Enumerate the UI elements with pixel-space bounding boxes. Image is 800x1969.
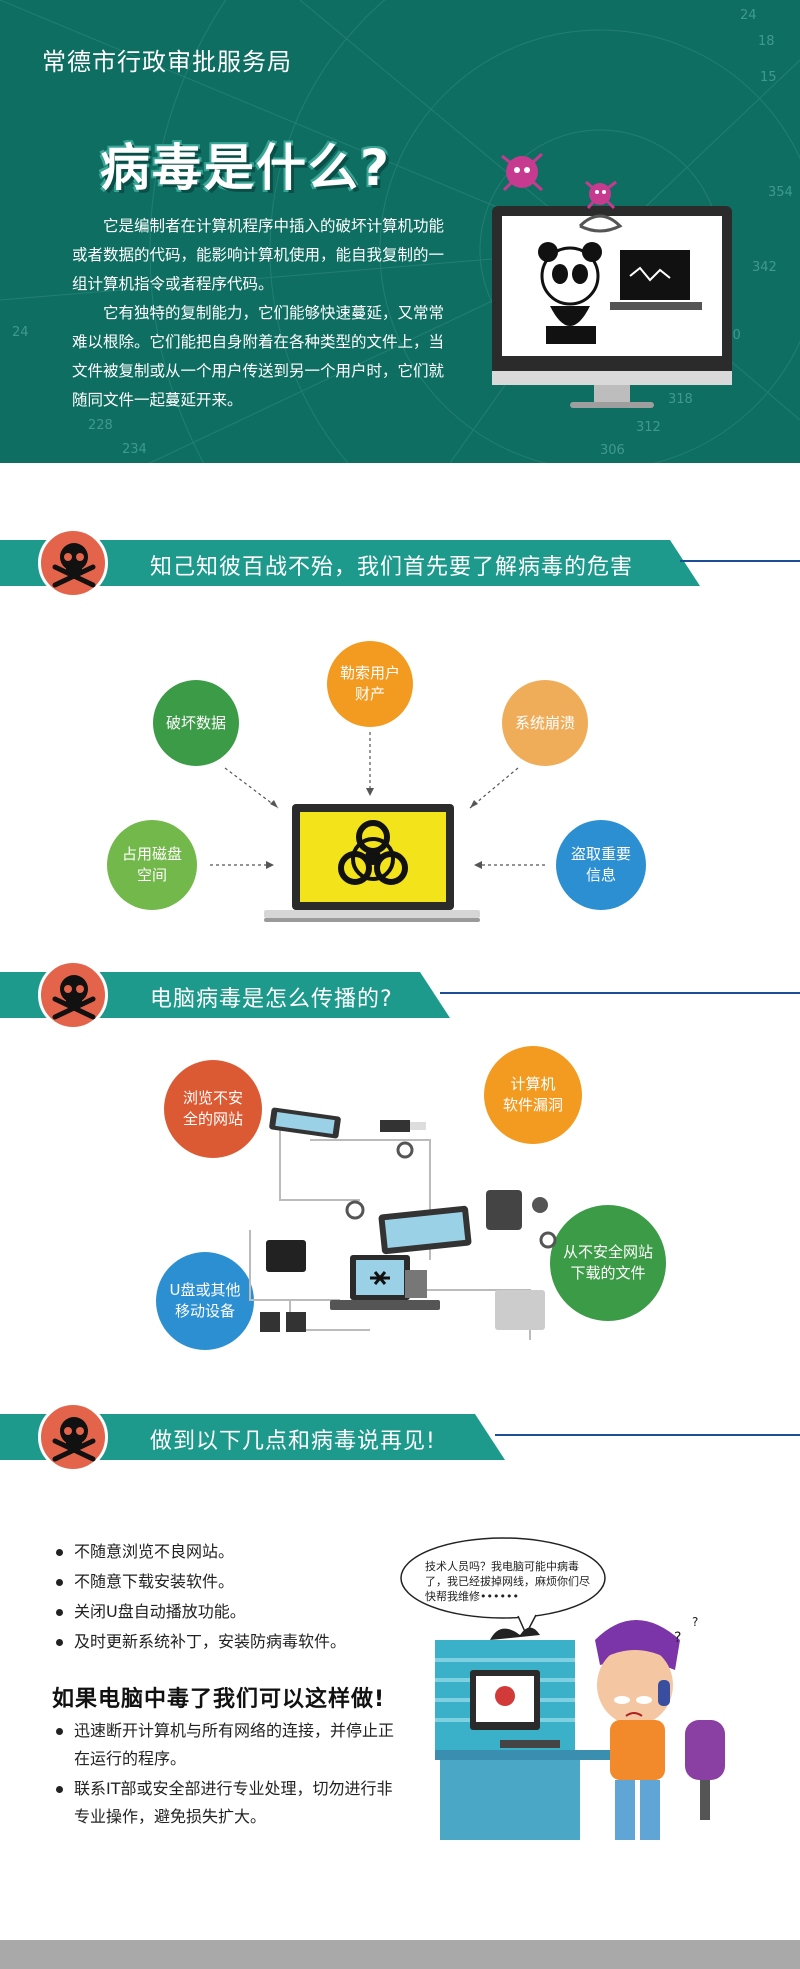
section-header-prevention: 做到以下几点和病毒说再见! — [0, 1402, 800, 1472]
list-item: 及时更新系统补丁，安装防病毒软件。 — [54, 1627, 346, 1657]
grid-number: 354 — [768, 185, 793, 200]
hero-radar-grid — [0, 0, 800, 463]
worried-user-illustration: ? ? — [435, 1615, 725, 1840]
grid-number: 342 — [752, 260, 777, 275]
speech-bubble-text: 技术人员吗？我电脑可能中病毒了，我已经拔掉网线，麻烦你们尽快帮我维修•••••• — [425, 1560, 590, 1603]
response-actions-list: 迅速断开计算机与所有网络的连接，并停止正在运行的程序。 联系IT部或安全部进行专… — [54, 1717, 394, 1833]
grid-number: 312 — [636, 420, 661, 435]
grid-number: 18 — [758, 34, 775, 49]
spread-unsafe-downloads: 从不安全网站 下载的文件 — [550, 1205, 666, 1321]
section-title: 电脑病毒是怎么传播的? — [150, 987, 393, 1012]
hazard-disk-space: 占用磁盘 空间 — [107, 820, 197, 910]
hazard-destroy-data: 破坏数据 — [153, 680, 239, 766]
skull-icon — [38, 1402, 108, 1472]
section-title: 做到以下几点和病毒说再见! — [150, 1429, 436, 1454]
svg-text:?: ? — [692, 1615, 698, 1629]
grid-number: 234 — [122, 442, 147, 457]
grid-number: 318 — [668, 392, 693, 407]
list-item: 联系IT部或安全部进行专业处理，切勿进行非专业操作，避免损失扩大。 — [54, 1775, 394, 1831]
hero-description: 它是编制者在计算机程序中插入的破坏计算机功能或者数据的代码，能影响计算机使用，能… — [72, 212, 452, 415]
skull-icon — [38, 528, 108, 598]
subheading: 如果电脑中毒了我们可以这样做! — [52, 1687, 386, 1712]
prevention-tips-list: 不随意浏览不良网站。 不随意下载安装软件。 关闭U盘自动播放功能。 及时更新系统… — [54, 1537, 346, 1657]
spread-usb-devices: U盘或其他 移动设备 — [156, 1252, 254, 1350]
network-devices-illustration — [249, 1107, 557, 1340]
hero-paragraph: 它是编制者在计算机程序中插入的破坏计算机功能或者数据的代码，能影响计算机使用，能… — [72, 217, 445, 293]
footer-bar — [0, 1940, 800, 1969]
grid-number: 24 — [12, 325, 29, 340]
grid-number: 228 — [88, 418, 113, 433]
hazard-steal-info: 盗取重要 信息 — [556, 820, 646, 910]
svg-text:?: ? — [674, 1630, 681, 1646]
section-title: 知己知彼百战不殆，我们首先要了解病毒的危害 — [150, 555, 634, 580]
spread-software-flaw: 计算机 软件漏洞 — [484, 1046, 582, 1144]
grid-number: 24 — [740, 8, 757, 23]
hero-section: 24 18 15 354 342 330 318 312 306 234 228… — [0, 0, 800, 463]
list-item: 关闭U盘自动播放功能。 — [54, 1597, 346, 1627]
list-item: 不随意浏览不良网站。 — [54, 1537, 346, 1567]
list-item: 迅速断开计算机与所有网络的连接，并停止正在运行的程序。 — [54, 1717, 394, 1773]
hazard-arrows — [210, 732, 545, 869]
grid-number: 15 — [760, 70, 777, 85]
biohazard-laptop-illustration — [264, 804, 480, 922]
section-header-hazards: 知己知彼百战不殆，我们首先要了解病毒的危害 — [0, 528, 800, 598]
grid-number: 306 — [600, 443, 625, 458]
hazard-system-crash: 系统崩溃 — [502, 680, 588, 766]
spread-unsafe-sites: 浏览不安 全的网站 — [164, 1060, 262, 1158]
infected-monitor-illustration — [492, 206, 732, 408]
virus-bug-icon — [501, 152, 617, 210]
hero-paragraph: 它有独特的复制能力，它们能够快速蔓延，又常常难以根除。它们能把自身附着在各种类型… — [72, 304, 445, 409]
hazard-ransom: 勒索用户 财产 — [327, 641, 413, 727]
organization-name: 常德市行政审批服务局 — [42, 48, 292, 76]
page-title: 病毒是什么? — [100, 139, 392, 197]
section-header-spread: 电脑病毒是怎么传播的? — [0, 960, 800, 1030]
skull-icon — [38, 960, 108, 1030]
list-item: 不随意下载安装软件。 — [54, 1567, 346, 1597]
speech-bubble — [400, 1537, 606, 1634]
biohazard-icon — [338, 820, 408, 885]
